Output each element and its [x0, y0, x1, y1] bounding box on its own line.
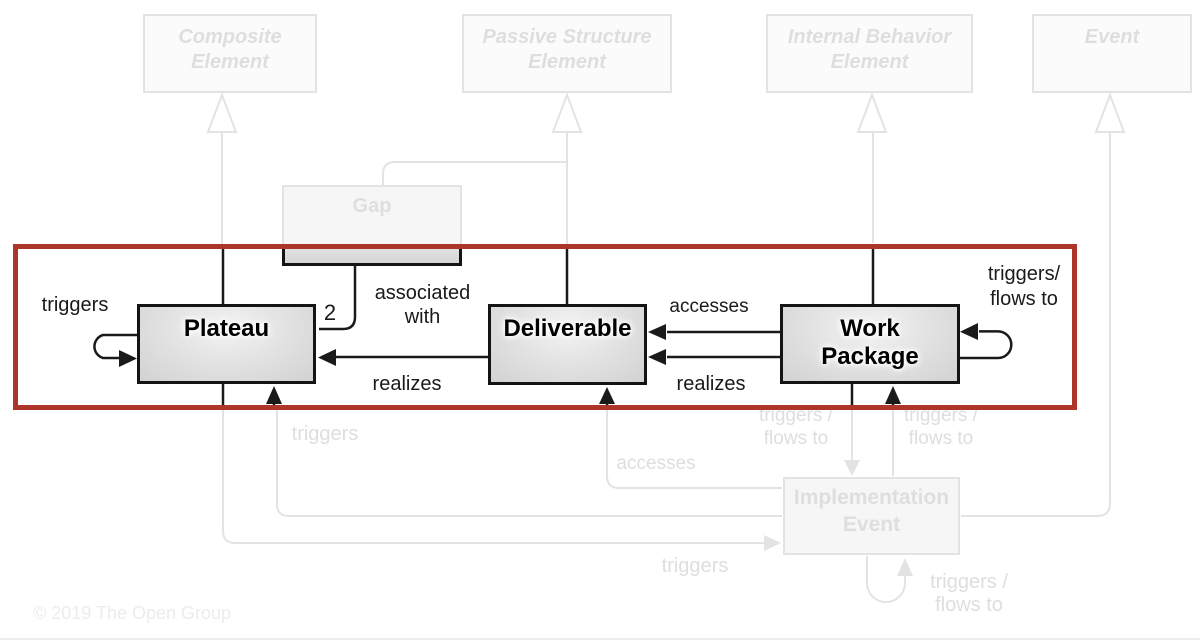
ie-triggers-plateau-line — [276, 408, 782, 517]
label-faded-triggers-plateau-ie: triggers — [661, 555, 729, 577]
ie-self-loop-line — [866, 556, 906, 603]
label-realizes-deliverable-plateau: realizes — [372, 373, 442, 395]
arrow-head-accesses-into-deliverable — [648, 324, 666, 340]
arrow-head-into-ie-top — [844, 460, 860, 476]
plateau-self-loop-line — [93, 333, 137, 360]
label-associated-with: associated with — [374, 282, 471, 328]
arrow-head-up-into-plateau — [266, 386, 282, 404]
node-implementation-event: Implementation Event — [783, 477, 960, 555]
faded-connectors — [221, 133, 1111, 603]
label-faded-accesses: accesses — [616, 453, 696, 474]
generalization-implementationevent-event-line — [961, 133, 1111, 517]
generalization-triangles — [206, 92, 1126, 133]
faded-arrowheads — [764, 460, 913, 576]
label-triggers-plateau-self: triggers — [41, 294, 109, 316]
arrow-head-wp-self-loop — [960, 323, 978, 340]
node-composite-element: Composite Element — [143, 14, 317, 93]
node-deliverable: Deliverable — [488, 304, 647, 385]
arrow-head-ie-self-loop — [897, 558, 913, 576]
node-event: Event — [1032, 14, 1192, 93]
gap-association-line — [319, 266, 357, 331]
label-triggers-flows-wp-self: triggers/ flows to — [987, 263, 1061, 310]
label-faded-triggers-flows-ie-self: triggers / flows to — [930, 571, 1008, 616]
workpackage-self-loop-line — [960, 330, 1013, 360]
triangle-icon-behavior — [856, 92, 888, 133]
arrow-head-into-ie-left — [764, 535, 781, 551]
node-internal-behavior-element: Internal Behavior Element — [766, 14, 973, 93]
black-arrowheads — [119, 323, 978, 404]
label-faded-triggers-flows-wp-ie: triggers / flows to — [759, 405, 833, 449]
triangle-icon-passive — [551, 92, 583, 133]
generalization-gap-branch-line — [382, 161, 567, 186]
arrow-head-plateau-self-loop — [119, 350, 137, 367]
label-accesses: accesses — [669, 296, 749, 317]
copyright-text: © 2019 The Open Group — [33, 603, 232, 623]
triangle-icon-composite — [206, 92, 238, 133]
triangle-icon-event — [1094, 92, 1126, 133]
node-plateau: Plateau — [137, 304, 316, 384]
ie-accesses-deliverable-line — [606, 408, 782, 489]
node-gap-highlighted-strip — [282, 247, 462, 266]
arrow-head-into-plateau-right — [318, 349, 336, 366]
arrow-head-realizes-into-deliverable — [648, 349, 666, 365]
label-faded-triggers-ie-plateau: triggers — [291, 423, 359, 445]
plateau-triggers-ie-line — [222, 408, 764, 544]
label-realizes-wp-deliverable: realizes — [676, 373, 746, 395]
label-multiplicity-2: 2 — [323, 300, 337, 325]
red-highlight-border — [13, 244, 1077, 410]
node-passive-structure-element: Passive Structure Element — [462, 14, 672, 93]
page-bottom-rule — [0, 638, 1200, 640]
black-connectors — [93, 246, 1013, 408]
arrow-head-up-into-deliverable — [599, 387, 615, 404]
arrow-head-up-into-workpackage — [885, 386, 901, 404]
node-work-package: Work Package — [780, 304, 960, 384]
label-faded-triggers-flows-ie-wp: triggers / flows to — [904, 405, 978, 449]
